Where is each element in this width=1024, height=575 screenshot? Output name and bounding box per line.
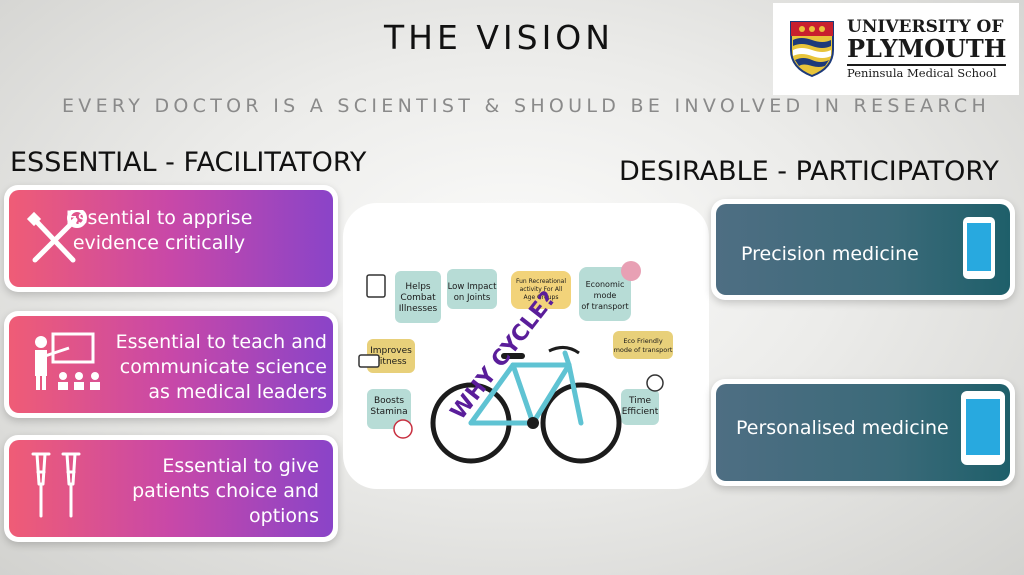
university-logo: UNIVERSITY OF PLYMOUTH Peninsula Medical… [773, 3, 1019, 95]
handlebar [548, 346, 580, 355]
bubble-stamina [367, 389, 411, 429]
essential-card-2: Essential to teach and communicate scien… [4, 311, 338, 418]
crest-icon [790, 21, 834, 78]
essential-card-3-line-2: patients choice and [132, 480, 319, 503]
left-heading: ESSENTIAL - FACILITATORY [10, 147, 367, 178]
dumbbell-icon [358, 354, 380, 368]
bubble-eco [613, 331, 673, 359]
desirable-card-1: Precision medicine [711, 199, 1015, 300]
bicycle-frame [468, 350, 584, 426]
smartphone-icon [961, 391, 1005, 465]
bicycle-seat [501, 353, 525, 359]
logo-line-3: Peninsula Medical School [847, 63, 1007, 80]
essential-card-2-line-3: as medical leaders [148, 381, 327, 404]
essential-card-3-line-3: options [249, 505, 319, 528]
crutches-icon [31, 452, 81, 518]
logo-line-2: PLYMOUTH [847, 33, 1007, 63]
logo-line-1: UNIVERSITY OF [847, 16, 1004, 37]
bubble-time [621, 389, 659, 425]
essential-card-2-line-2: communicate science [119, 356, 327, 379]
essential-card-3: Essential to give patients choice and op… [4, 435, 338, 542]
essential-card-1-line-1: Essential to apprise [65, 207, 253, 229]
slide-subtitle: EVERY DOCTOR IS A SCIENTIST & SHOULD BE … [62, 95, 991, 117]
bubble-economic [579, 267, 631, 321]
heart-icon [393, 419, 413, 439]
desirable-card-2-label: Personalised medicine [736, 417, 949, 439]
bicycle-crank [527, 417, 539, 429]
checklist-icon [366, 274, 386, 298]
essential-card-1: Essential to apprise evidence critically [4, 185, 338, 292]
teacher-icon [35, 332, 100, 390]
slide-title: THE VISION [384, 18, 614, 57]
right-heading: DESIRABLE - PARTICIPATORY [619, 156, 999, 187]
smartphone-icon [963, 217, 995, 279]
clock-icon [646, 374, 664, 392]
desirable-card-1-label: Precision medicine [741, 243, 919, 265]
bubble-helps [395, 271, 441, 323]
bubble-low-impact [447, 269, 497, 309]
bubble-fun [511, 271, 571, 309]
desirable-card-2: Personalised medicine [711, 379, 1015, 486]
tools-icon [26, 210, 87, 263]
essential-card-2-line-1: Essential to teach and [115, 331, 327, 353]
piggy-bank-icon [621, 261, 641, 281]
essential-card-3-line-1: Essential to give [162, 455, 319, 477]
essential-card-1-line-2: evidence critically [72, 232, 246, 255]
